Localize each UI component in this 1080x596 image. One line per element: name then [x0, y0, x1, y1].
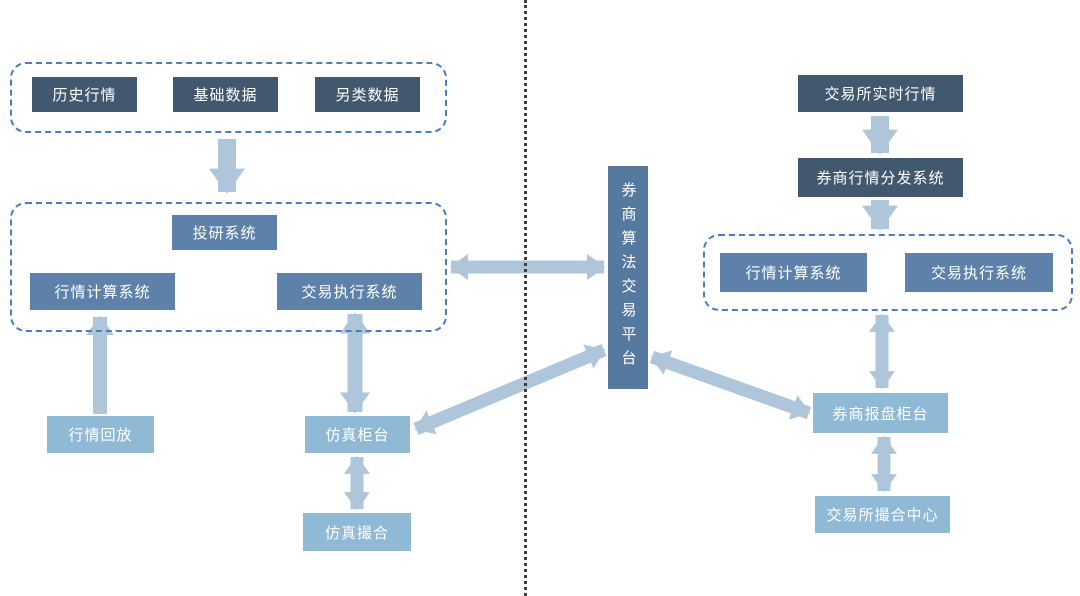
- node-exchange-matching-center: 交易所撮合中心: [815, 496, 950, 533]
- node-quote-calc-system-left: 行情计算系统: [30, 273, 175, 310]
- node-trade-exec-system-left: 交易执行系统: [277, 273, 422, 310]
- dotted-divider-line: [524, 0, 527, 596]
- node-exchange-realtime-quotes: 交易所实时行情: [798, 75, 963, 112]
- node-quote-replay: 行情回放: [47, 416, 154, 453]
- node-simulation-matching: 仿真撮合: [303, 513, 411, 551]
- connector-platform-order-counter: [649, 350, 812, 420]
- node-quote-calc-system-right: 行情计算系统: [720, 253, 867, 292]
- group-data-sources: [10, 62, 447, 133]
- node-research-system: 投研系统: [172, 215, 277, 250]
- group-broker-systems: [703, 234, 1073, 311]
- node-broker-quote-distribution: 券商行情分发系统: [798, 158, 963, 197]
- node-simulation-counter: 仿真柜台: [305, 416, 410, 453]
- node-broker-algo-trading-platform: 券商算法交易平台: [608, 166, 648, 389]
- node-trade-exec-system-right: 交易执行系统: [905, 253, 1053, 292]
- node-historical-quotes: 历史行情: [32, 77, 137, 112]
- node-basic-data: 基础数据: [173, 77, 278, 112]
- group-research-systems: [10, 202, 447, 332]
- node-broker-order-counter: 券商报盘柜台: [813, 393, 948, 433]
- connector-sim-counter-platform: [413, 344, 607, 435]
- node-alternative-data: 另类数据: [315, 77, 420, 112]
